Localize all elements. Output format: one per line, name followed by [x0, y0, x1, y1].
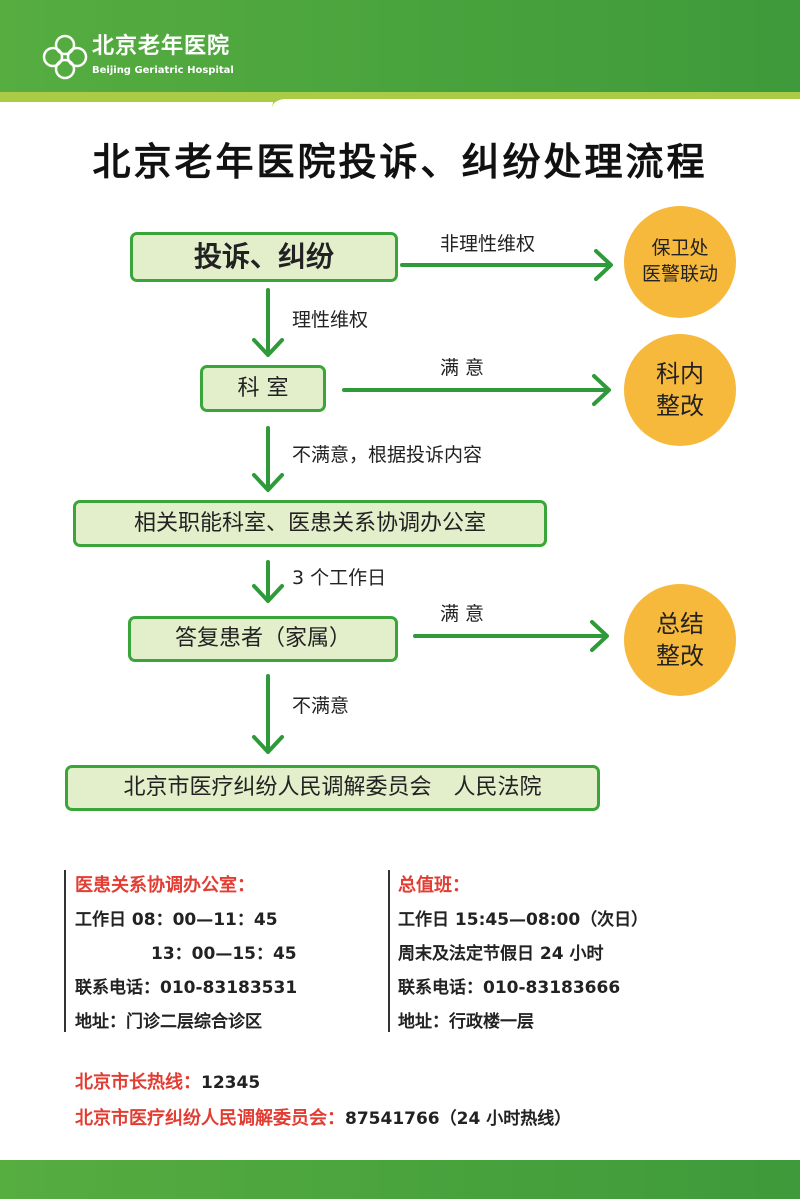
logo-english: Beijing Geriatric Hospital: [92, 65, 234, 76]
divider-right: [388, 870, 390, 1032]
divider-left: [64, 870, 66, 1032]
committee-label: 北京市医疗纠纷人民调解委员会：: [75, 1108, 345, 1129]
arrow-right-3: [413, 620, 609, 652]
footer-banner: [0, 1160, 800, 1199]
mayor-hotline-value: 12345: [201, 1073, 261, 1093]
header-banner: [0, 0, 800, 102]
satisfied-label-2: 满 意: [440, 603, 485, 625]
info-right: 总值班： 工作日 15:45—08:00（次日） 周末及法定节假日 24 小时 …: [398, 869, 648, 1039]
unsatisfied-label: 不满意: [292, 695, 350, 717]
info-left-heading: 医患关系协调办公室：: [75, 875, 255, 896]
irrational-label: 非理性维权: [440, 233, 536, 255]
header-notch: [272, 94, 800, 114]
mediation-box: 北京市医疗纠纷人民调解委员会 人民法院: [65, 765, 600, 811]
hotlines: 北京市长热线：12345 北京市医疗纠纷人民调解委员会：87541766（24 …: [75, 1065, 571, 1137]
complaint-box: 投诉、纠纷: [130, 232, 398, 282]
security-circle: 保卫处医警联动: [624, 206, 736, 318]
committee-value: 87541766（24 小时热线）: [345, 1109, 572, 1129]
circle3-line2: 整改: [656, 642, 704, 670]
circle3-line1: 总结: [656, 609, 704, 638]
circle2-line1: 科内: [656, 359, 704, 388]
rational-label: 理性维权: [292, 309, 369, 331]
arrow-down-4: [252, 674, 284, 754]
info-right-hours2: 周末及法定节假日 24 小时: [398, 944, 604, 964]
info-right-phone: 联系电话：010-83183666: [398, 978, 621, 998]
circle1-line2: 医警联动: [641, 263, 718, 285]
info-left: 医患关系协调办公室： 工作日 08：00—11：45 13：00—15：45 联…: [75, 869, 297, 1039]
arrow-right-1: [400, 249, 613, 281]
arrow-down-3: [252, 560, 284, 603]
info-left-hours1: 工作日 08：00—11：45: [75, 910, 278, 930]
arrow-down-1: [252, 288, 284, 357]
arrow-right-2: [342, 374, 611, 406]
info-right-heading: 总值班：: [398, 875, 470, 896]
satisfied-label-1: 满 意: [440, 357, 485, 379]
info-right-hours1: 工作日 15:45—08:00（次日）: [398, 910, 649, 930]
department-box: 科 室: [200, 365, 326, 412]
info-left-hours2: 13：00—15：45: [151, 944, 297, 964]
mayor-hotline-label: 北京市长热线：: [75, 1072, 201, 1093]
info-left-phone: 联系电话：010-83183531: [75, 978, 298, 998]
reply-box: 答复患者（家属）: [128, 616, 398, 662]
circle2-line2: 整改: [656, 392, 704, 420]
hospital-logo-icon: [42, 34, 88, 80]
summary-circle: 总结整改: [624, 584, 736, 696]
rectify-circle: 科内整改: [624, 334, 736, 446]
info-right-address: 地址：行政楼一层: [398, 1012, 534, 1032]
days-label: 3 个工作日: [292, 567, 387, 589]
arrow-down-2: [252, 426, 284, 492]
logo-text: 北京老年医院: [92, 34, 231, 59]
info-left-address: 地址：门诊二层综合诊区: [75, 1012, 262, 1032]
office-box: 相关职能科室、医患关系协调办公室: [73, 500, 547, 547]
page-title: 北京老年医院投诉、纠纷处理流程: [92, 140, 708, 184]
unsatisfied-content-label: 不满意，根据投诉内容: [292, 444, 483, 466]
circle1-line1: 保卫处: [651, 237, 709, 260]
